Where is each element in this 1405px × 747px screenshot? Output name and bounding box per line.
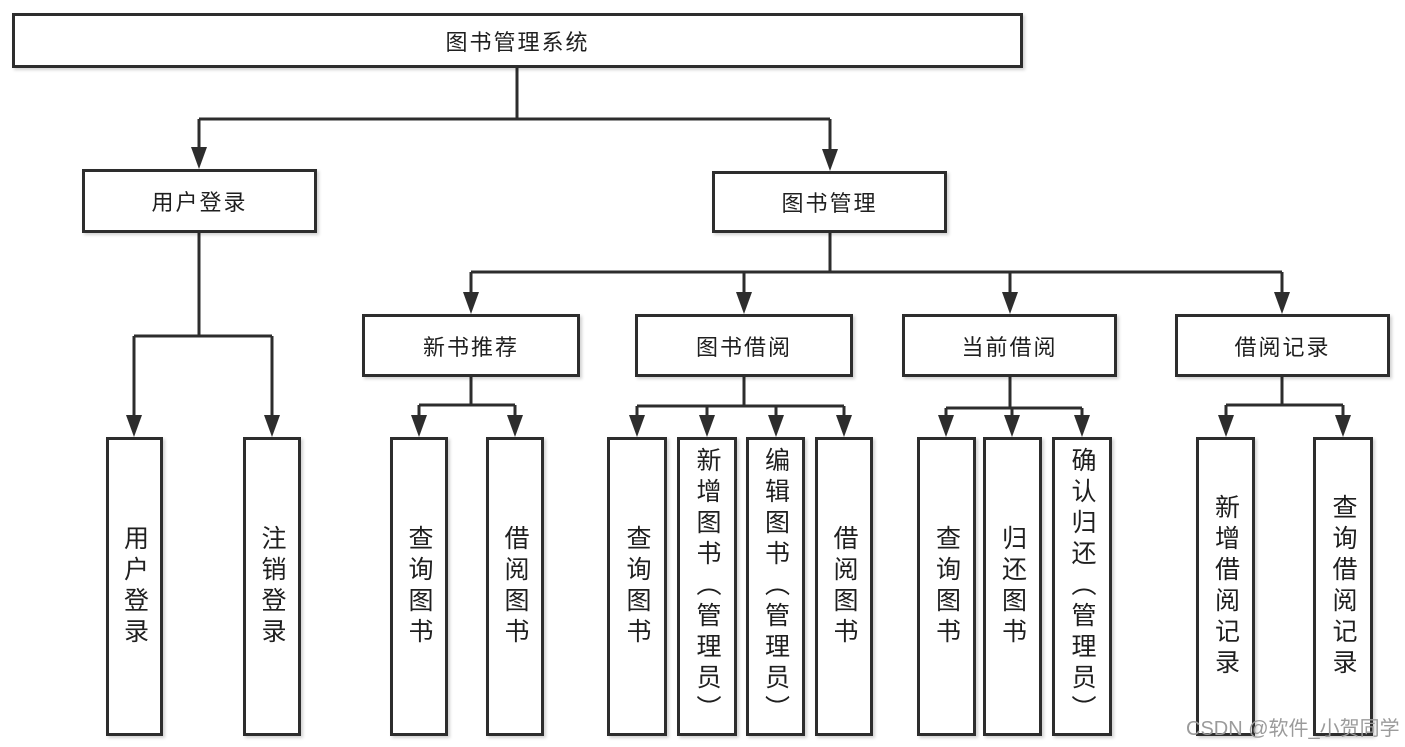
leaf-query-books-3: 查询图书 [917,437,976,736]
leaf-logout: 注销登录 [243,437,301,736]
leaf-query-borrow-record: 查询借阅记录 [1313,437,1373,736]
leaf-user-login: 用户登录 [106,437,163,736]
leaf-query-books-1: 查询图书 [390,437,448,736]
node-current-borrow: 当前借阅 [902,314,1117,377]
node-user-login: 用户登录 [82,169,317,233]
node-borrow-records: 借阅记录 [1175,314,1390,377]
arrowheads [126,147,1351,437]
leaf-edit-books-admin: 编辑图书（管理员） [746,437,805,736]
node-book-management: 图书管理 [712,171,947,233]
node-new-book-recommend: 新书推荐 [362,314,580,377]
node-root: 图书管理系统 [12,13,1023,68]
leaf-add-borrow-record: 新增借阅记录 [1196,437,1255,736]
leaf-borrow-books-2: 借阅图书 [815,437,873,736]
leaf-add-books-admin: 新增图书（管理员） [677,437,737,736]
node-book-borrow: 图书借阅 [635,314,853,377]
leaf-borrow-books-1: 借阅图书 [486,437,544,736]
leaf-query-books-2: 查询图书 [607,437,667,736]
leaf-return-books: 归还图书 [983,437,1042,736]
leaf-confirm-return-admin: 确认归还（管理员） [1052,437,1112,736]
csdn-watermark: CSDN @软件_小贺同学 [1186,718,1400,740]
